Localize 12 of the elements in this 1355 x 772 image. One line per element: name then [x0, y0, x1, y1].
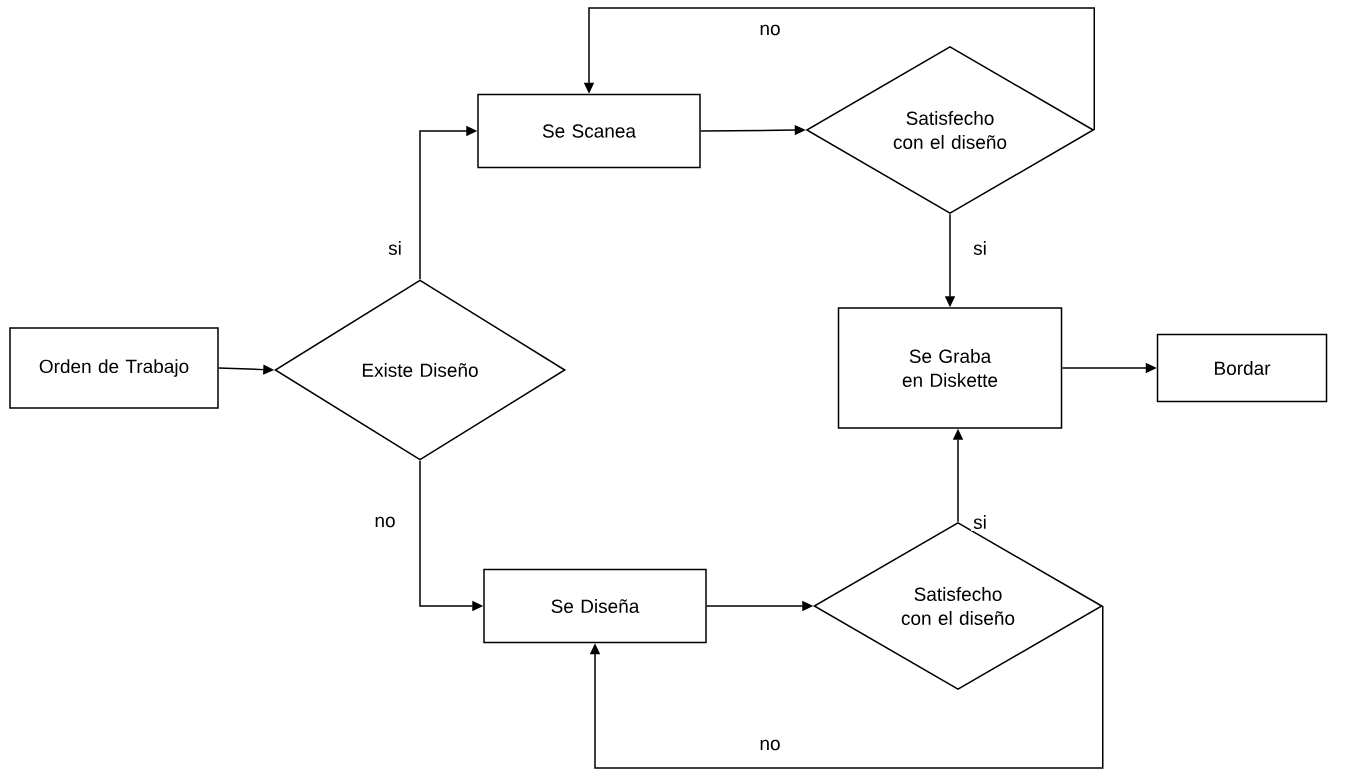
process-box: Se Scanea — [477, 93, 701, 169]
edge-label: no — [757, 737, 783, 753]
process-box: Bordar — [1156, 333, 1328, 403]
process-box: Orden de Trabajo — [9, 327, 219, 409]
edge-label: no — [372, 514, 398, 530]
edge-label: si — [971, 513, 989, 531]
edge-label: si — [386, 239, 404, 257]
edge-label: si — [971, 239, 989, 257]
process-box: Se Graba en Diskette — [837, 307, 1063, 429]
process-box: Se Diseña — [483, 568, 707, 644]
arrow — [589, 605, 1104, 769]
edge-label: no — [757, 22, 783, 38]
